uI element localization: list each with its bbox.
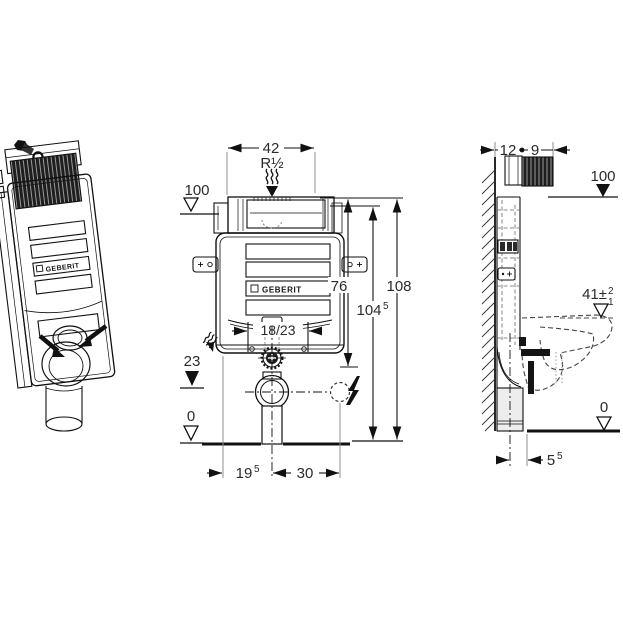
front-view: 42 R½ 100 xyxy=(180,139,416,482)
cistern-top-section xyxy=(213,196,343,234)
corner-arrow-icon xyxy=(206,342,214,352)
level-triangle-open-icon xyxy=(592,303,610,319)
flush-connection-bar xyxy=(521,349,550,356)
iso-front-face xyxy=(6,173,116,387)
geberit-logo-text: GEBERIT xyxy=(262,286,302,295)
lightning-icon xyxy=(346,376,360,405)
dim-108-label: 108 xyxy=(386,278,411,295)
seat-height-dim: 41± 2 1 xyxy=(582,286,614,319)
isometric-view: GEBERIT xyxy=(0,140,116,432)
dim-9-label: 9 xyxy=(531,142,539,159)
dim-19-sup: 5 xyxy=(254,464,260,475)
side-view: 12 9 100 xyxy=(480,142,620,469)
wc-outlet-hidden xyxy=(555,352,563,384)
level-23-label: 23 xyxy=(184,353,201,370)
dim-bracket-label: 18/23 xyxy=(260,322,295,338)
dim-point-icon xyxy=(519,147,525,153)
geberit-logo-band: GEBERIT xyxy=(245,280,331,297)
iso-logo-text: GEBERIT xyxy=(45,263,80,274)
iso-slot xyxy=(37,313,101,338)
level-marker-100-side: 100 xyxy=(548,168,618,198)
dim-19-label: 19 xyxy=(236,465,253,482)
level-triangle-open-icon xyxy=(182,197,200,213)
level-100-label: 100 xyxy=(184,182,209,199)
mounting-tab-right xyxy=(341,256,368,273)
level-100-side-label: 100 xyxy=(590,168,615,185)
iso-slot xyxy=(34,273,93,295)
level-triangle-filled-icon xyxy=(596,184,610,197)
iso-slot xyxy=(30,237,89,259)
iso-slot xyxy=(27,220,87,242)
seat-tol-minus: 1 xyxy=(608,297,614,308)
outlet-connector xyxy=(528,361,534,394)
dim-width-label: 42 xyxy=(263,140,280,157)
iso-bracket-top xyxy=(0,169,4,186)
dim-width-42: 42 xyxy=(228,139,314,157)
level-marker-0-front: 0 xyxy=(180,408,204,444)
dim-12-label: 12 xyxy=(500,142,517,159)
seat-height-label: 41± xyxy=(582,286,607,303)
electric-connection-icon xyxy=(329,381,351,403)
dim-offset-5: 5 5 xyxy=(495,434,563,469)
dim-76-label: 76 xyxy=(331,278,348,295)
water-connector-side xyxy=(504,155,554,187)
level-marker-23: 23 xyxy=(180,353,204,389)
assembly-arrow-icon xyxy=(38,324,108,357)
frame-section xyxy=(496,196,521,388)
iso-fill-valve-block xyxy=(9,152,83,210)
dim-heights: 76 104 5 108 xyxy=(320,197,416,442)
mounting-tab-left xyxy=(192,256,219,273)
level-triangle-open-icon xyxy=(595,416,613,432)
dim-5-sup: 5 xyxy=(557,451,563,462)
level-0-side-label: 0 xyxy=(600,399,608,416)
thread-size-label: R½ xyxy=(260,155,284,172)
dim-offset-30: 30 xyxy=(273,465,339,482)
wall-section xyxy=(481,157,496,432)
level-triangle-filled-icon xyxy=(185,371,199,386)
level-marker-100-front: 100 xyxy=(180,182,219,215)
water-inlet-arrow-icon xyxy=(266,186,278,197)
dim-104-label: 104 xyxy=(356,302,381,319)
level-triangle-open-icon xyxy=(182,425,200,442)
seat-tol-plus: 2 xyxy=(608,286,614,297)
dim-offset-19: 19 5 xyxy=(207,464,260,482)
dim-bracket-18-23: 18/23 xyxy=(232,322,323,338)
dim-5-label: 5 xyxy=(547,452,555,469)
water-supply-icon xyxy=(265,168,279,185)
level-marker-0-side: 0 xyxy=(595,399,613,432)
iso-logo-band: GEBERIT xyxy=(32,255,91,277)
dim-30-label: 30 xyxy=(297,465,314,482)
dim-depth-12-9: 12 9 xyxy=(480,142,570,162)
dim-104-sup: 5 xyxy=(383,301,389,312)
level-0-label: 0 xyxy=(187,408,195,425)
